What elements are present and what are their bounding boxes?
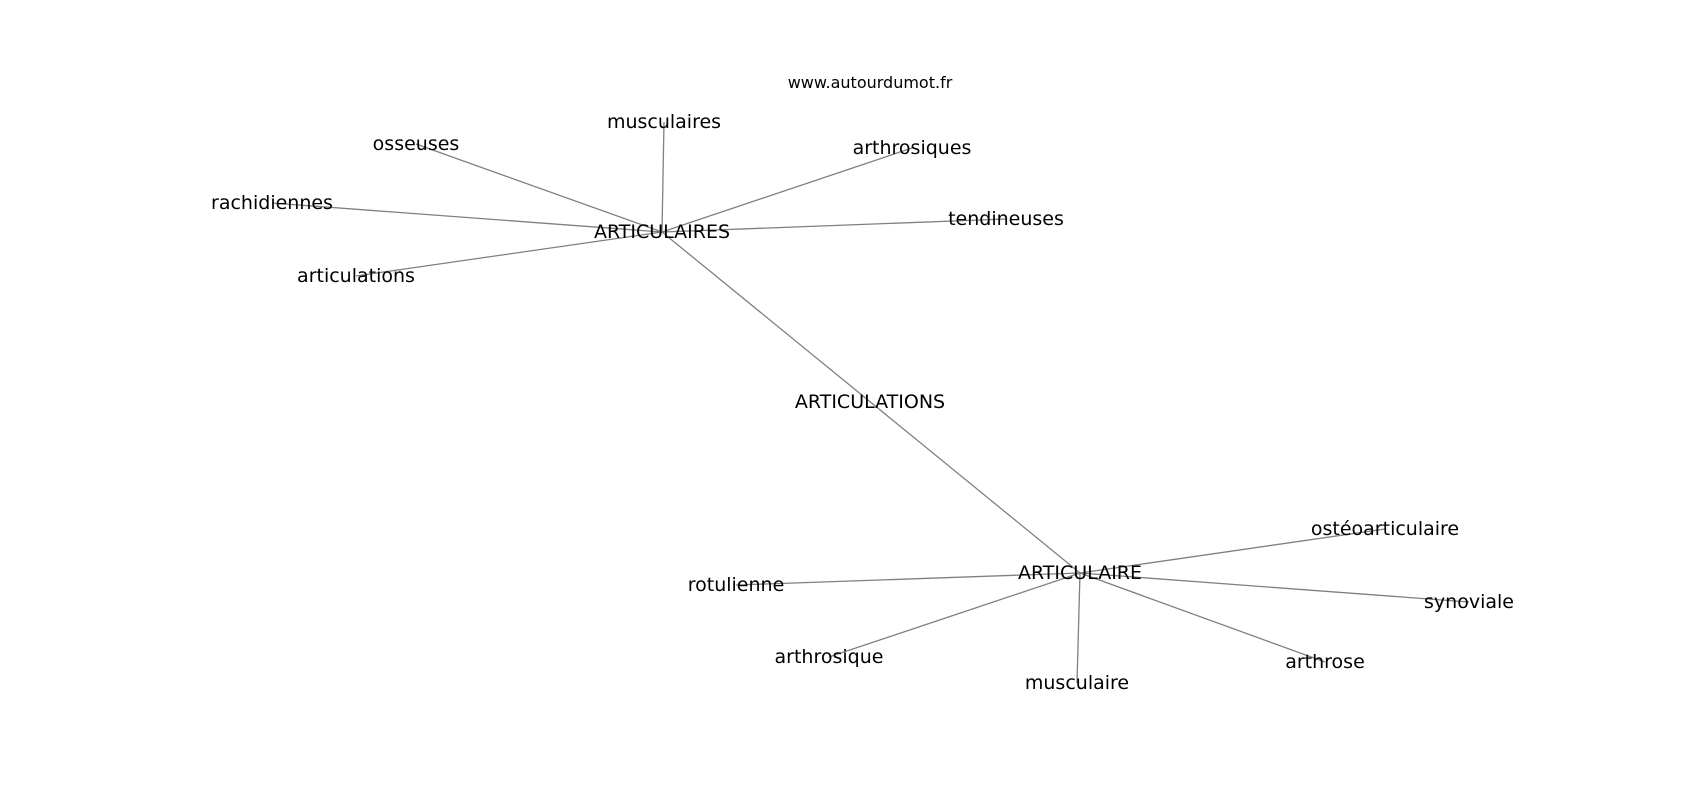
graph-edges: [271, 121, 1470, 684]
node-label-rotulienne[interactable]: rotulienne: [688, 574, 785, 596]
edge-hub1-articulations: [355, 231, 663, 277]
node-label-center[interactable]: ARTICULATIONS: [795, 391, 945, 413]
node-label-arthrose[interactable]: arthrose: [1285, 651, 1365, 673]
node-label-tendineuses[interactable]: tendineuses: [948, 208, 1064, 230]
edge-hub2-osteoarticulaire: [1079, 528, 1386, 574]
edge-hub1-osseuses: [415, 143, 663, 233]
node-label-hub2[interactable]: ARTICULAIRE: [1018, 562, 1142, 584]
node-label-rachidiennes[interactable]: rachidiennes: [211, 192, 333, 214]
node-label-articulations[interactable]: articulations: [297, 265, 415, 287]
edge-hub2-rotulienne: [735, 572, 1081, 586]
graph-labels: ARTICULATIONS ARTICULAIRES ARTICULAIRE osse…: [211, 111, 1514, 694]
edge-hub2-musculaire: [1076, 572, 1081, 684]
edge-hub1-rachidiennes: [271, 202, 663, 233]
node-label-synoviale[interactable]: synoviale: [1424, 591, 1514, 613]
node-label-hub1[interactable]: ARTICULAIRES: [594, 221, 730, 243]
node-label-arthrosique[interactable]: arthrosique: [775, 646, 884, 668]
edge-hub2-arthrosique: [828, 572, 1081, 658]
edge-hub1-musculaires: [661, 121, 665, 233]
node-label-osteoarticulaire[interactable]: ostéoarticulaire: [1311, 518, 1459, 540]
edge-hub2-synoviale: [1079, 572, 1470, 603]
edge-hub2-arthrose: [1079, 572, 1326, 663]
node-label-arthrosiques[interactable]: arthrosiques: [853, 137, 972, 159]
watermark: www.autourdumot.fr: [788, 73, 953, 92]
edge-hub1-hub2: [661, 231, 1081, 574]
edge-hub1-arthrosiques: [661, 147, 913, 233]
node-label-osseuses[interactable]: osseuses: [373, 133, 460, 155]
edge-hub1-tendineuses: [661, 218, 1007, 233]
node-label-musculaires[interactable]: musculaires: [607, 111, 721, 133]
node-label-musculaire[interactable]: musculaire: [1025, 672, 1129, 694]
